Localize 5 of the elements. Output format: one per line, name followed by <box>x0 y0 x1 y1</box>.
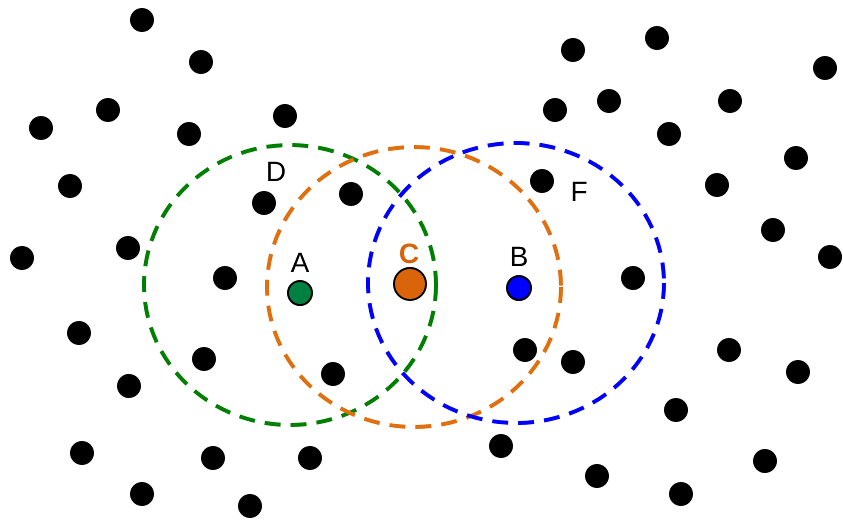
point-label: C <box>398 240 420 268</box>
point-label: D <box>266 158 286 186</box>
point-label: B <box>510 243 528 271</box>
point-label: F <box>570 178 588 206</box>
point-label: A <box>290 249 310 277</box>
